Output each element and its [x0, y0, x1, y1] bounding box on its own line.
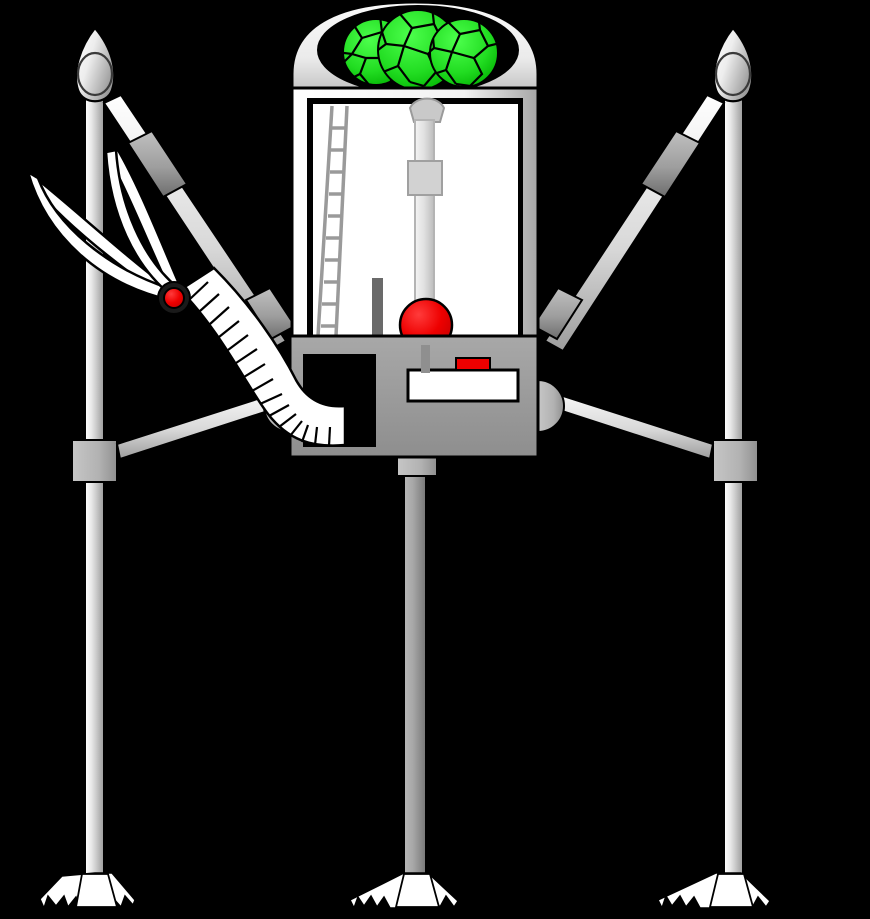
compound-eyes: [342, 9, 499, 91]
claw-prongs: [25, 148, 182, 310]
leg-left-pod-ring: [76, 51, 114, 97]
tentacle-arm: [178, 266, 347, 447]
eye-right: [429, 18, 499, 88]
red-switch[interactable]: [455, 357, 491, 371]
tentacle-segments: [189, 281, 332, 447]
leg-left: [39, 26, 136, 911]
interior-post: [372, 278, 383, 336]
strut-left-upper-sleeve: [126, 129, 189, 199]
piston-collar: [407, 160, 443, 196]
label-subject: three-legged alien war machine with tent…: [2, 431, 387, 448]
leg-right-pod-ring: [714, 51, 752, 97]
leg-right: [656, 26, 771, 910]
leg-right-foot: [656, 872, 771, 910]
eye-right-facets: [430, 19, 498, 87]
shoulder-joint-right: [537, 378, 565, 434]
tentacle-body: [178, 266, 347, 447]
strut-right: [526, 93, 726, 461]
strut-left: [102, 93, 304, 461]
claw-hub[interactable]: [157, 281, 191, 315]
leg-center-shaft: [403, 454, 427, 879]
knob-stem: [421, 345, 430, 373]
piston-cap: [408, 97, 446, 123]
leg-center: [348, 447, 459, 910]
leg-left-knee-block: [71, 439, 118, 483]
leg-left-foot: [39, 872, 136, 911]
strut-right-upper-sleeve: [639, 129, 702, 199]
interior-ladder: [316, 105, 349, 337]
central-piston: [407, 97, 446, 321]
leg-right-pod: [712, 26, 754, 103]
console-panel[interactable]: [406, 368, 520, 403]
leg-left-pod: [74, 26, 116, 103]
leg-center-foot: [348, 872, 459, 910]
leg-right-shaft: [723, 91, 744, 879]
piston-shaft: [414, 119, 435, 321]
leg-right-knee-block: [712, 439, 759, 483]
